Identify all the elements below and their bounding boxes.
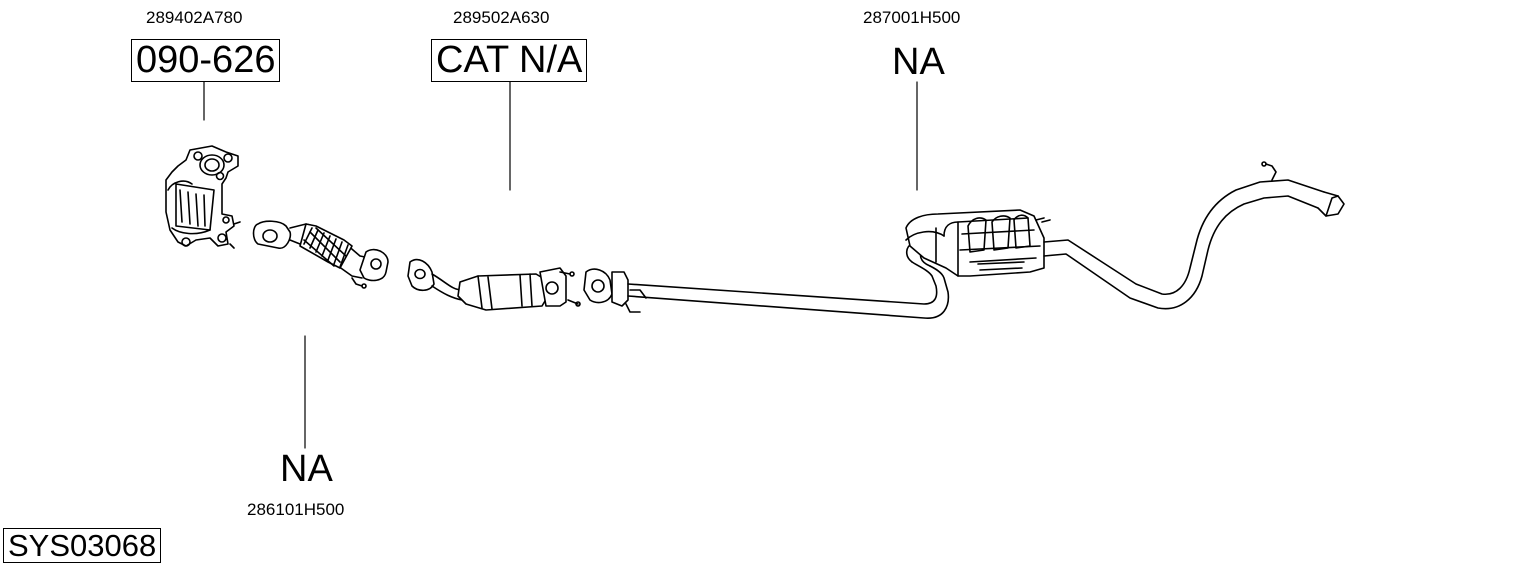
manifold-catalyst-drawing — [165, 145, 241, 249]
flex-front-pipe-drawing — [252, 220, 389, 289]
oem-number-part-2: 286101H500 — [247, 500, 345, 519]
oem-number-part-4: 287001H500 — [863, 8, 961, 27]
system-id-box: SYS03068 — [3, 528, 162, 563]
part-code-box-part-1: 090-626 — [131, 39, 281, 82]
part-code-part-4: NA — [892, 41, 945, 83]
oem-number-part-1: 289402A780 — [146, 8, 243, 27]
part-code-part-2: NA — [280, 448, 333, 490]
catalytic-converter-drawing — [407, 258, 581, 311]
oem-number-part-3: 289502A630 — [453, 8, 550, 27]
part-code-box-part-3: CAT N/A — [431, 39, 588, 82]
rear-silencer-assembly-drawing — [583, 161, 1345, 319]
